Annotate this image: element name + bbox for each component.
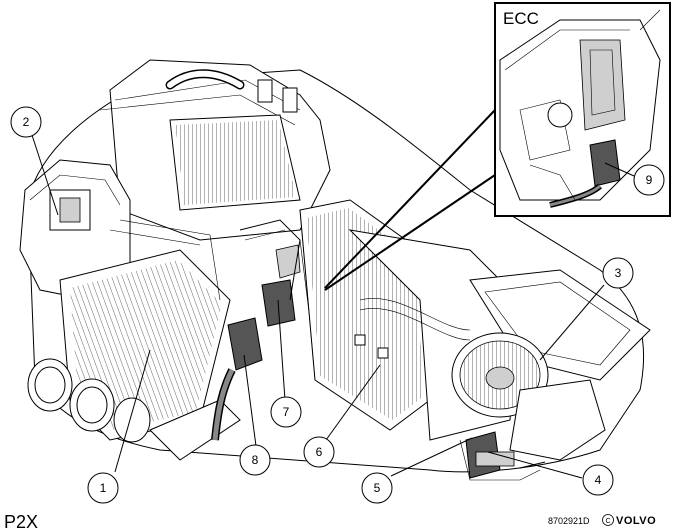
- callout-2: 2: [10, 106, 42, 138]
- inset-label: ECC: [503, 9, 539, 28]
- callout-9-label: 9: [646, 173, 653, 187]
- callout-6-label: 6: [316, 445, 323, 459]
- figure-footer: 8702921D C VOLVO: [548, 514, 656, 527]
- model-label: P2X: [4, 512, 38, 532]
- callout-4-label: 4: [595, 473, 602, 487]
- figure-code: 8702921D: [548, 516, 590, 526]
- inset-pointer: [324, 109, 496, 291]
- copyright-circle: [602, 514, 614, 526]
- callout-3-label: 3: [615, 266, 622, 280]
- callout-1: 1: [87, 472, 119, 504]
- callout-6: 6: [303, 436, 335, 468]
- callout-7-label: 7: [283, 405, 290, 419]
- callout-9: 9: [633, 164, 665, 196]
- callout-2-label: 2: [23, 115, 30, 129]
- callout-8-label: 8: [252, 453, 259, 467]
- callout-3: 3: [602, 257, 634, 289]
- copyright-symbol: C: [605, 518, 610, 525]
- hvac-housing: [19, 59, 651, 481]
- callout-1-label: 1: [100, 481, 107, 495]
- leader-lines: [31, 134, 635, 479]
- callout-7: 7: [270, 396, 302, 428]
- callout-4: 4: [582, 464, 614, 496]
- callout-5-label: 5: [374, 481, 381, 495]
- callout-8: 8: [239, 444, 271, 476]
- brand-logo: VOLVO: [616, 515, 656, 527]
- callout-5: 5: [361, 472, 393, 504]
